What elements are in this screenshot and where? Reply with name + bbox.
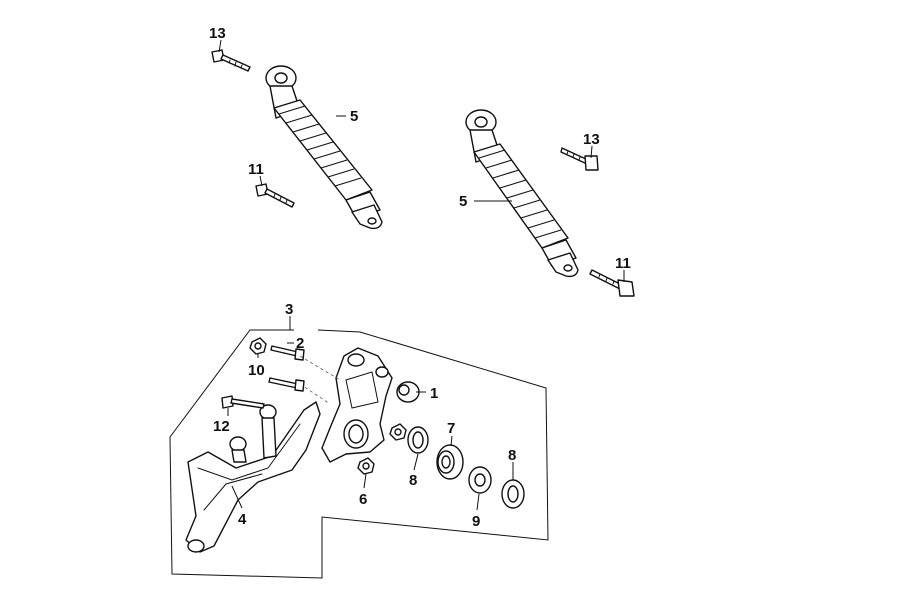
nut-6-upper[interactable] — [389, 423, 407, 441]
oil-seal-lower[interactable] — [501, 479, 525, 509]
shock-absorber-left[interactable] — [265, 65, 383, 230]
bellows-ribs-right — [478, 149, 562, 239]
leader-lines — [218, 39, 625, 511]
bolt-13-right[interactable] — [560, 147, 599, 171]
bushing[interactable] — [396, 381, 420, 403]
shock-absorber-right[interactable] — [465, 109, 579, 278]
callout-8-lower: 8 — [409, 472, 417, 489]
nut-6-lower[interactable] — [357, 457, 375, 475]
bolt-13-left[interactable] — [211, 49, 251, 72]
assembly-frame — [169, 329, 549, 579]
callout-8-right: 8 — [508, 447, 516, 464]
callout-13-left: 13 — [209, 25, 226, 42]
callout-3: 3 — [285, 301, 293, 318]
callout-9: 9 — [472, 513, 480, 530]
washer[interactable] — [468, 466, 492, 494]
bolt-12-upper[interactable] — [268, 377, 305, 392]
bolt-12-lower[interactable] — [221, 395, 265, 409]
nut-10[interactable] — [249, 337, 267, 355]
callout-6: 6 — [359, 491, 367, 508]
oil-seal-upper[interactable] — [407, 426, 429, 454]
callout-12: 12 — [213, 418, 230, 435]
rear-bracket[interactable] — [185, 401, 321, 553]
callout-13-right: 13 — [583, 131, 600, 148]
callout-1: 1 — [430, 385, 438, 402]
bolt-11-right[interactable] — [589, 269, 635, 297]
callout-5-left: 5 — [350, 108, 358, 125]
callout-4: 4 — [238, 511, 247, 528]
bellows-ribs-left — [278, 105, 362, 187]
callout-11-left: 11 — [248, 161, 264, 178]
bearing[interactable] — [436, 444, 464, 480]
callout-7: 7 — [447, 420, 455, 437]
callout-2: 2 — [296, 335, 304, 352]
bolt-11-left[interactable] — [255, 183, 295, 208]
callout-10: 10 — [248, 362, 265, 379]
callout-11-right: 11 — [615, 255, 631, 272]
knuckle-plate[interactable] — [321, 347, 393, 463]
callout-5-right: 5 — [459, 193, 467, 210]
